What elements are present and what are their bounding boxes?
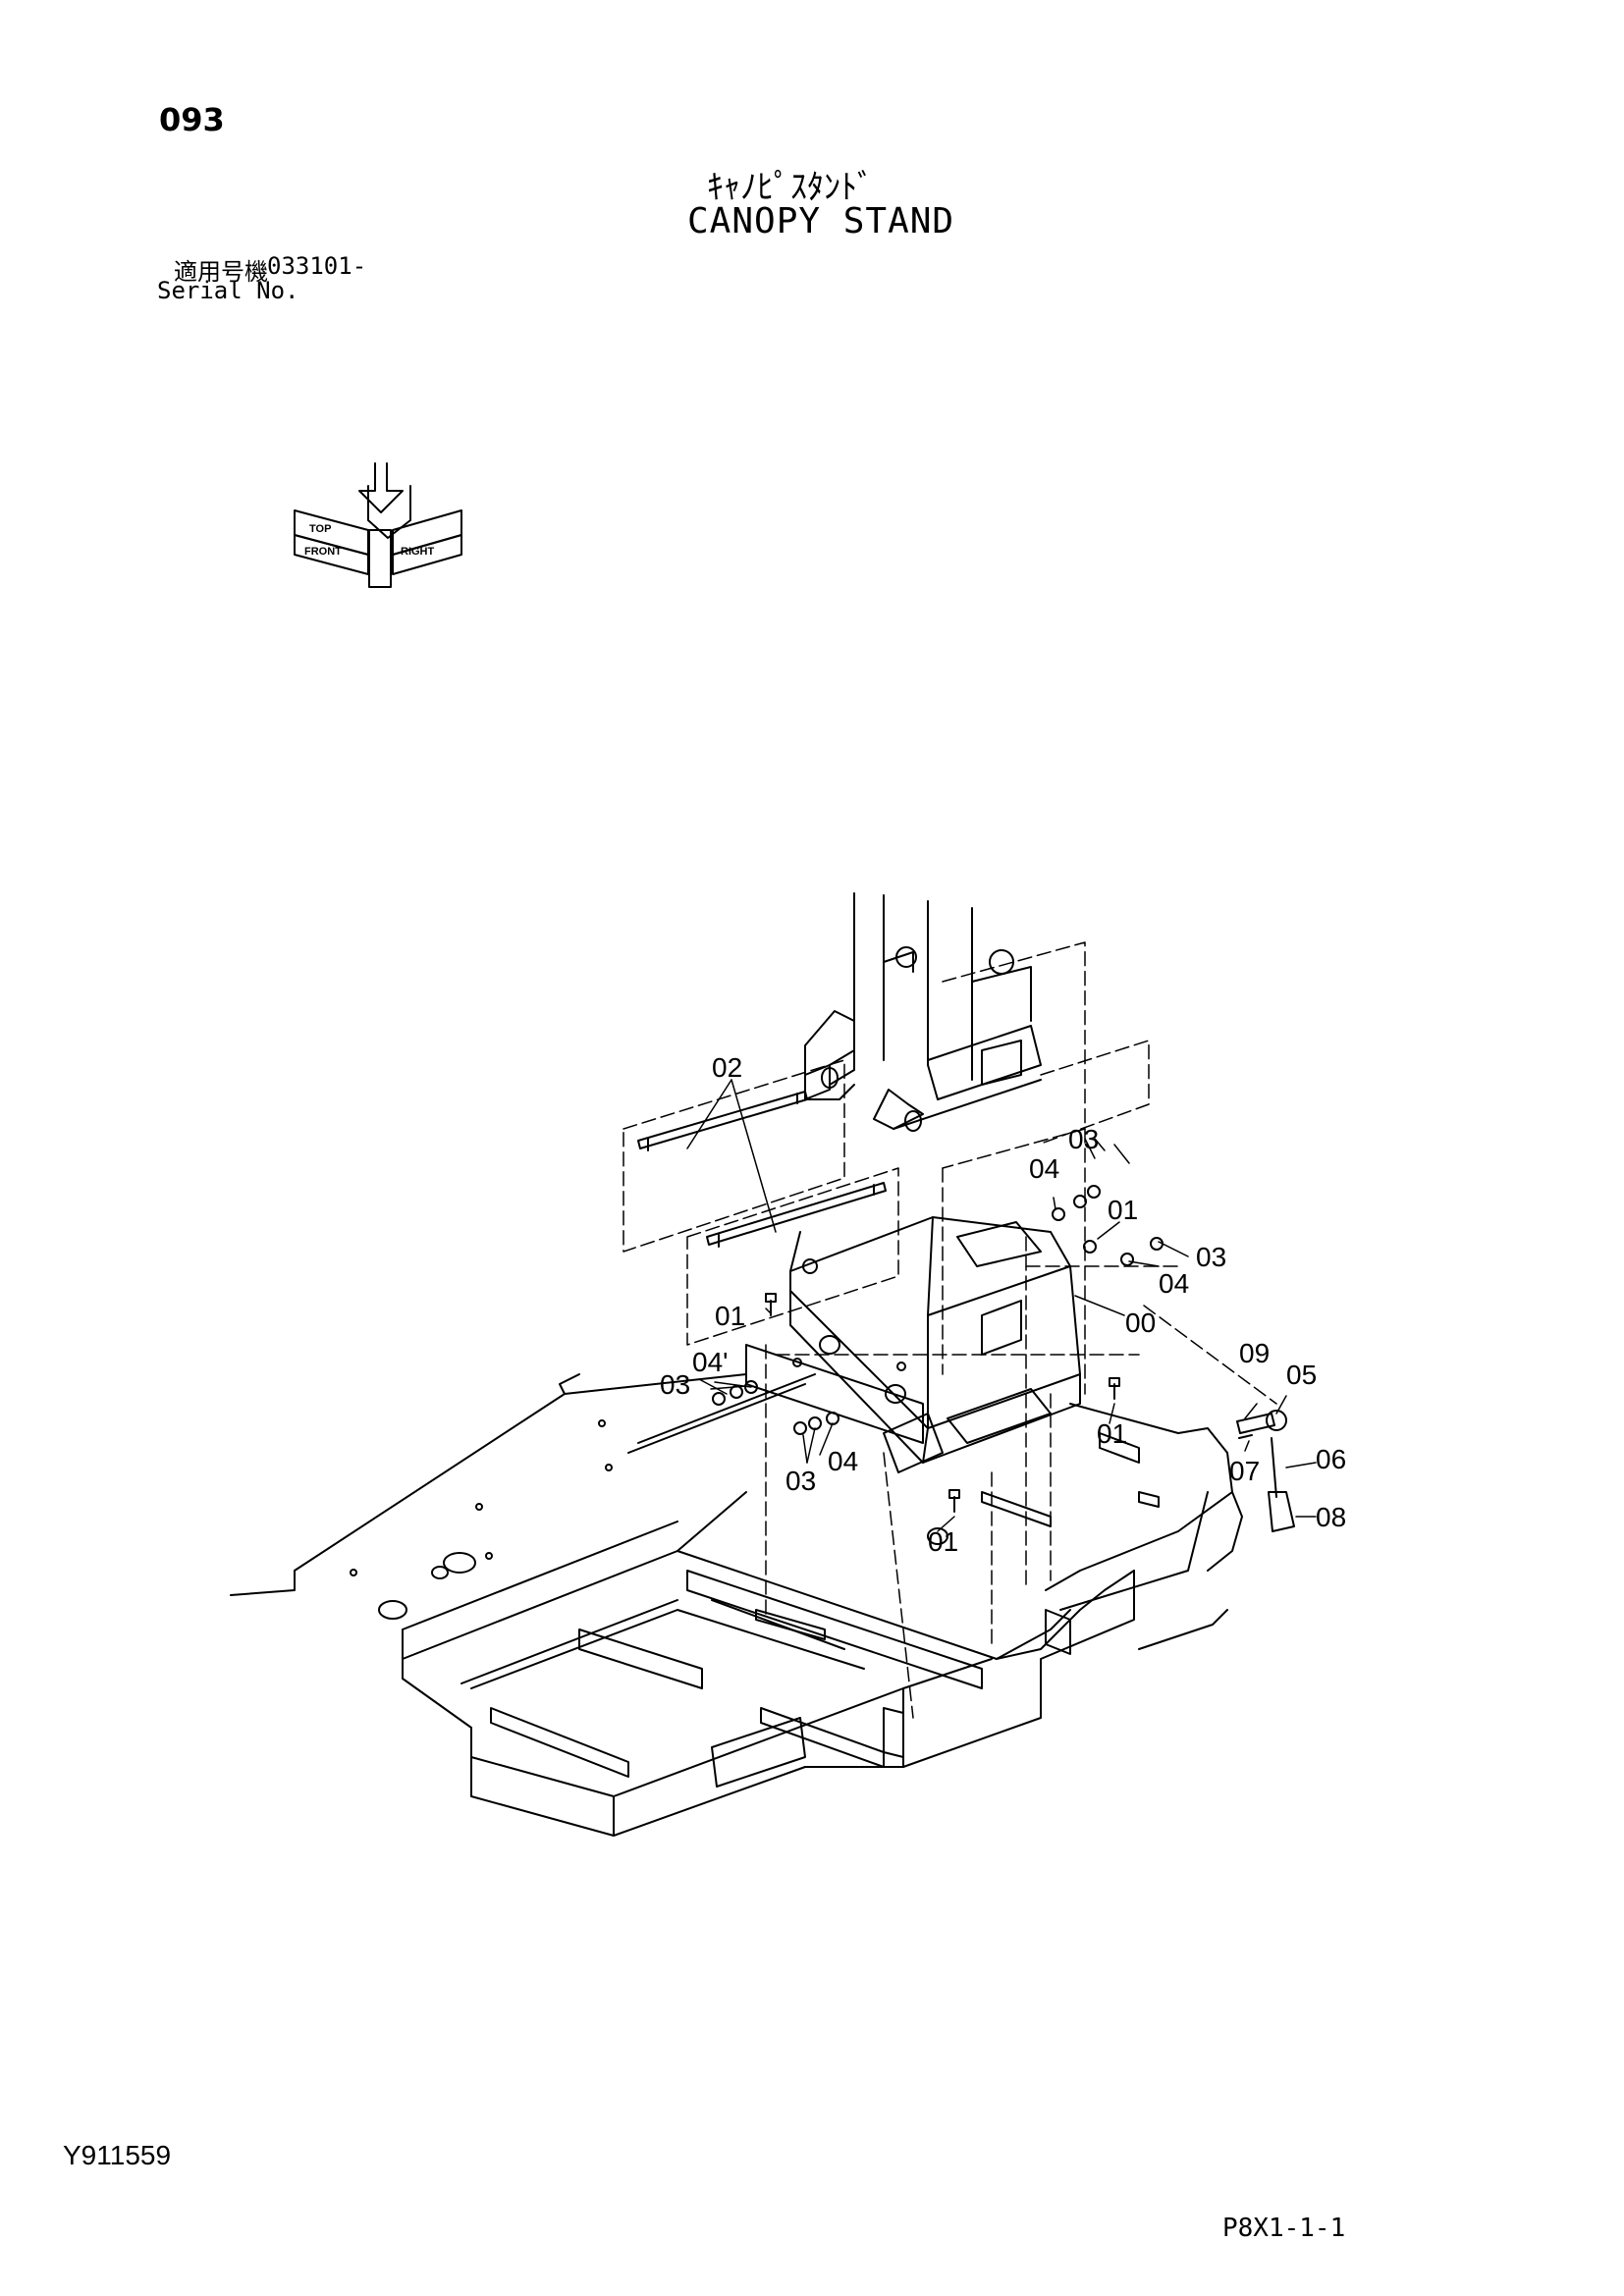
- part-label-00: 00: [1125, 1308, 1156, 1338]
- part-label-01-lower: 01: [928, 1526, 958, 1557]
- part-label-03-right: 03: [1196, 1242, 1226, 1272]
- part-label-09: 09: [1239, 1338, 1270, 1368]
- part-label-03-left: 03: [660, 1369, 690, 1400]
- orientation-compass-icon: TOP FRONT RIGHT: [294, 462, 462, 588]
- part-label-03-upper: 03: [1068, 1124, 1099, 1154]
- part-label-07: 07: [1229, 1456, 1260, 1486]
- part-label-02: 02: [712, 1052, 742, 1083]
- part-label-01-mid-right: 01: [1097, 1418, 1127, 1449]
- page-number: 093: [159, 101, 225, 138]
- leader-lines: [686, 1079, 1317, 1532]
- part-label-06: 06: [1316, 1444, 1346, 1474]
- orientation-front-label: FRONT: [304, 546, 342, 558]
- part-label-04-lower: 04: [828, 1446, 858, 1476]
- pin-parts: [637, 1091, 887, 1248]
- part-label-04-upper: 04: [1029, 1153, 1059, 1184]
- hardware-bolts-nuts: [712, 1185, 1295, 1532]
- canopy-pillar-frame: [804, 892, 1042, 1132]
- part-labels: 02 03 04 01 03 04 00 01 04' 03 03 04 01 …: [660, 1052, 1346, 1557]
- part-label-04-right: 04: [1159, 1268, 1189, 1299]
- title-english: CANOPY STAND: [687, 201, 955, 241]
- sheet-code: P8X1-1-1: [1222, 2214, 1346, 2243]
- part-label-01-left: 01: [715, 1301, 745, 1331]
- orientation-right-label: RIGHT: [401, 546, 435, 558]
- orientation-top-label: TOP: [309, 523, 331, 535]
- part-label-01-upper-right: 01: [1108, 1195, 1138, 1225]
- serial-number-value: 033101-: [267, 252, 367, 280]
- part-label-08: 08: [1316, 1502, 1346, 1532]
- canopy-stand-box: [745, 1216, 1081, 1473]
- part-label-03-lower: 03: [785, 1466, 816, 1496]
- floor-base-frame: [230, 1373, 1243, 1837]
- serial-label-japanese: 適用号機: [174, 258, 268, 286]
- part-label-04-prime: 04': [692, 1347, 729, 1377]
- drawing-id: Y911559: [63, 2140, 172, 2170]
- title-japanese: ｷｬﾉﾋﾟｽﾀﾝﾄﾞ: [707, 168, 874, 207]
- serial-label-english: Serial No.: [157, 277, 299, 304]
- part-label-05: 05: [1286, 1360, 1317, 1390]
